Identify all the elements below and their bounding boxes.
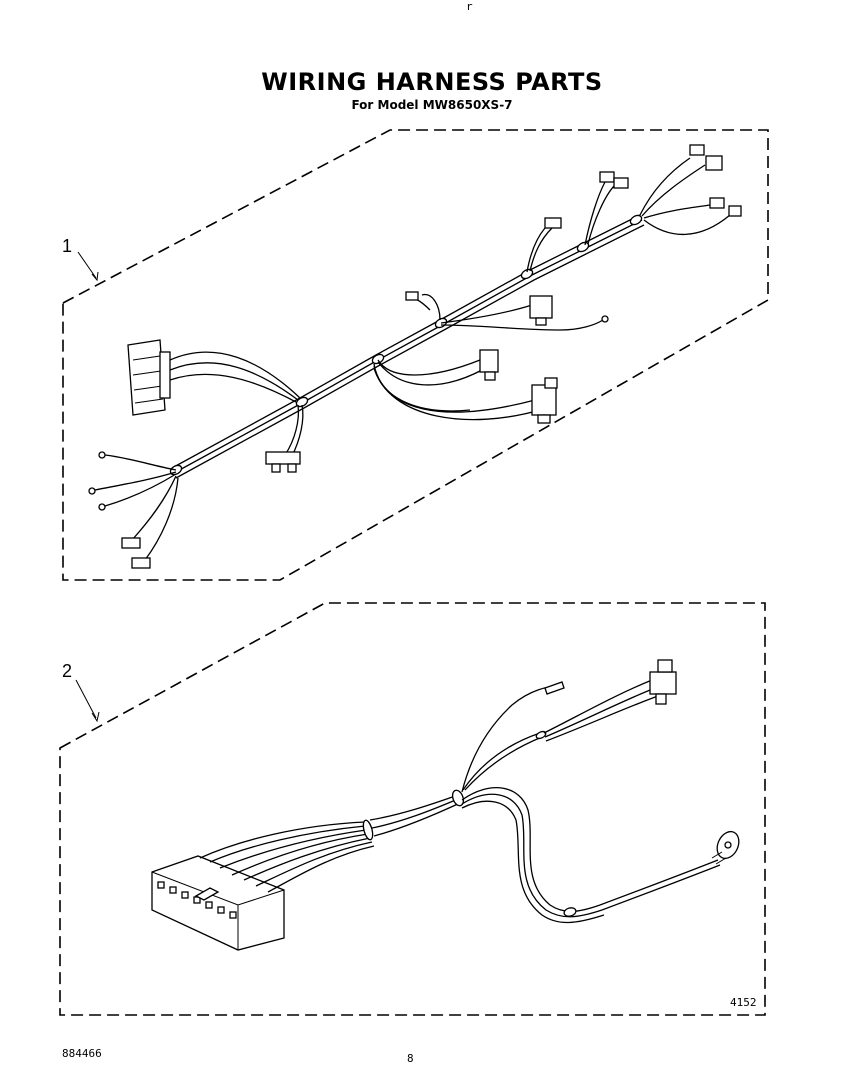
page-subtitle: For Model MW8650XS-7 — [351, 98, 513, 112]
callout-1-number: 1 — [62, 236, 73, 256]
callout-2-leader — [75, 679, 97, 719]
doc-number: 884466 — [62, 1047, 102, 1060]
part-1-boundary — [62, 129, 769, 581]
top-mark: r — [466, 0, 473, 13]
connector-block-main — [151, 855, 285, 951]
connector-block-left — [127, 339, 166, 416]
callout-2-number: 2 — [62, 661, 73, 681]
harness-2 — [59, 602, 766, 1016]
callout-1-leader — [77, 251, 97, 279]
harness-1 — [62, 129, 769, 581]
page-number: 8 — [407, 1052, 414, 1065]
page-title: WIRING HARNESS PARTS — [261, 68, 603, 96]
figure-id: 4152 — [730, 996, 757, 1009]
